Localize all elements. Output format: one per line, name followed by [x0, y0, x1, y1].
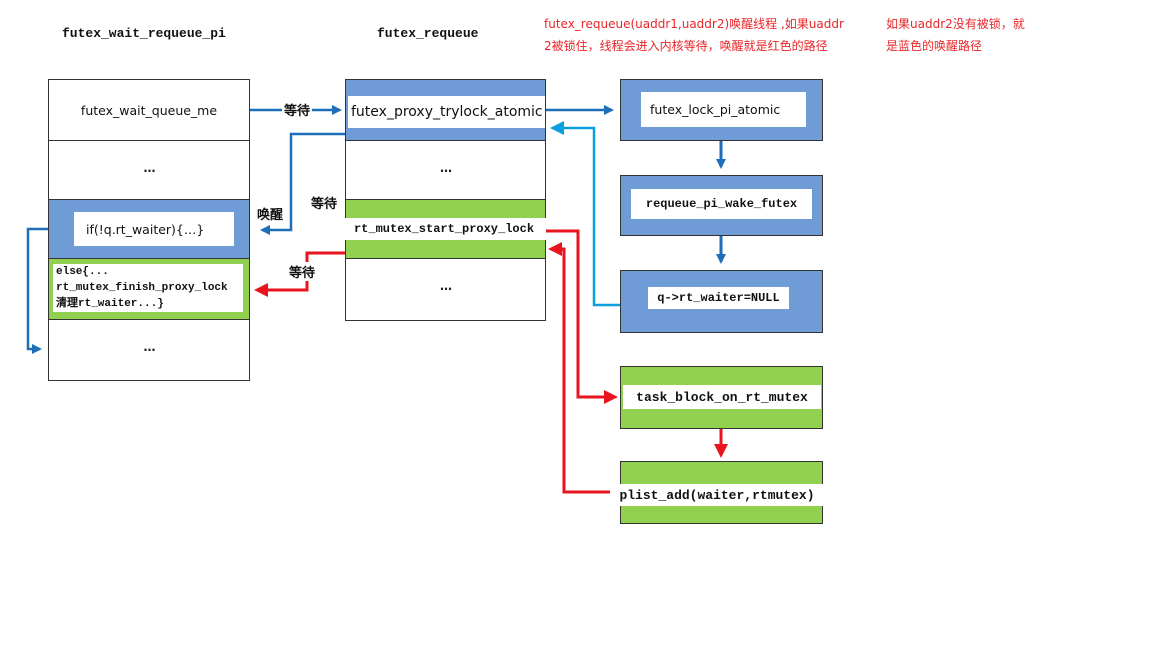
ellipsis: …	[143, 161, 156, 175]
cell-ellipsis-1: …	[48, 140, 250, 200]
cell-if-rt-waiter: if(!q.rt_waiter){…}	[48, 199, 250, 259]
cell-label: rt_mutex_start_proxy_lock	[342, 218, 546, 240]
blue-path-note-line-2: 是蓝色的唤醒路径	[886, 39, 983, 53]
cell-label: futex_proxy_trylock_atomic	[348, 96, 545, 128]
arrow-rt-waiter-null-to-trylock	[550, 121, 620, 307]
ellipsis: …	[440, 279, 452, 293]
box-futex-lock-pi-atomic: futex_lock_pi_atomic	[620, 79, 823, 141]
ellipsis: …	[440, 161, 452, 175]
box-plist-add: plist_add(waiter,rtmutex)	[609, 461, 825, 524]
arrow-if-to-end	[26, 227, 48, 354]
else-line-3: 清理rt_waiter...}	[56, 298, 164, 310]
arrow-start-proxy-to-task-block	[546, 229, 618, 404]
box-label: plist_add(waiter,rtmutex)	[609, 484, 825, 506]
cell-label: futex_wait_queue_me	[80, 102, 218, 118]
cell-ellipsis-1: …	[345, 140, 546, 200]
ellipsis: …	[143, 340, 156, 354]
box-requeue-pi-wake-futex: requeue_pi_wake_futex	[620, 175, 823, 236]
cell-label: if(!q.rt_waiter){…}	[74, 212, 234, 246]
edge-label-wait-bottom: 等待	[287, 262, 318, 281]
edge-label-wait-top: 等待	[282, 100, 313, 119]
edge-label-wake: 唤醒	[255, 204, 286, 223]
cell-ellipsis-2: …	[345, 258, 546, 321]
red-path-note-line-1: futex_requeue(uaddr1,uaddr2)唤醒线程 ,如果uadd…	[544, 17, 844, 31]
arrow-wake-to-if-rt-waiter	[260, 132, 345, 235]
else-line-1: else{...	[56, 266, 109, 278]
red-path-note-line-2: 2被锁住，线程会进入内核等待，唤醒就是红色的路径	[544, 39, 828, 53]
blue-path-note-line-1: 如果uaddr2没有被锁，就	[886, 17, 1025, 31]
box-task-block-on-rt-mutex: task_block_on_rt_mutex	[620, 366, 823, 429]
cell-label: else{... rt_mutex_finish_proxy_lock 清理rt…	[53, 264, 243, 312]
box-label: q->rt_waiter=NULL	[648, 287, 789, 309]
red-path-note: futex_requeue(uaddr1,uaddr2)唤醒线程 ,如果uadd…	[544, 13, 844, 57]
cell-ellipsis-2: …	[48, 319, 250, 381]
box-label: futex_lock_pi_atomic	[641, 92, 806, 127]
column-title-futex-wait-requeue-pi: futex_wait_requeue_pi	[62, 26, 226, 41]
blue-path-note: 如果uaddr2没有被锁，就 是蓝色的唤醒路径	[886, 13, 1025, 57]
cell-else-finish-proxy-lock: else{... rt_mutex_finish_proxy_lock 清理rt…	[48, 258, 250, 320]
arrow-plist-add-to-start-proxy	[548, 242, 610, 494]
box-label: requeue_pi_wake_futex	[631, 189, 812, 219]
cell-futex-proxy-trylock-atomic: futex_proxy_trylock_atomic	[345, 79, 546, 141]
column-title-futex-requeue: futex_requeue	[377, 26, 479, 41]
box-rt-waiter-null: q->rt_waiter=NULL	[620, 270, 823, 333]
box-label: task_block_on_rt_mutex	[623, 385, 821, 409]
else-line-2: rt_mutex_finish_proxy_lock	[56, 282, 228, 294]
edge-label-wait-mid: 等待	[311, 197, 338, 212]
